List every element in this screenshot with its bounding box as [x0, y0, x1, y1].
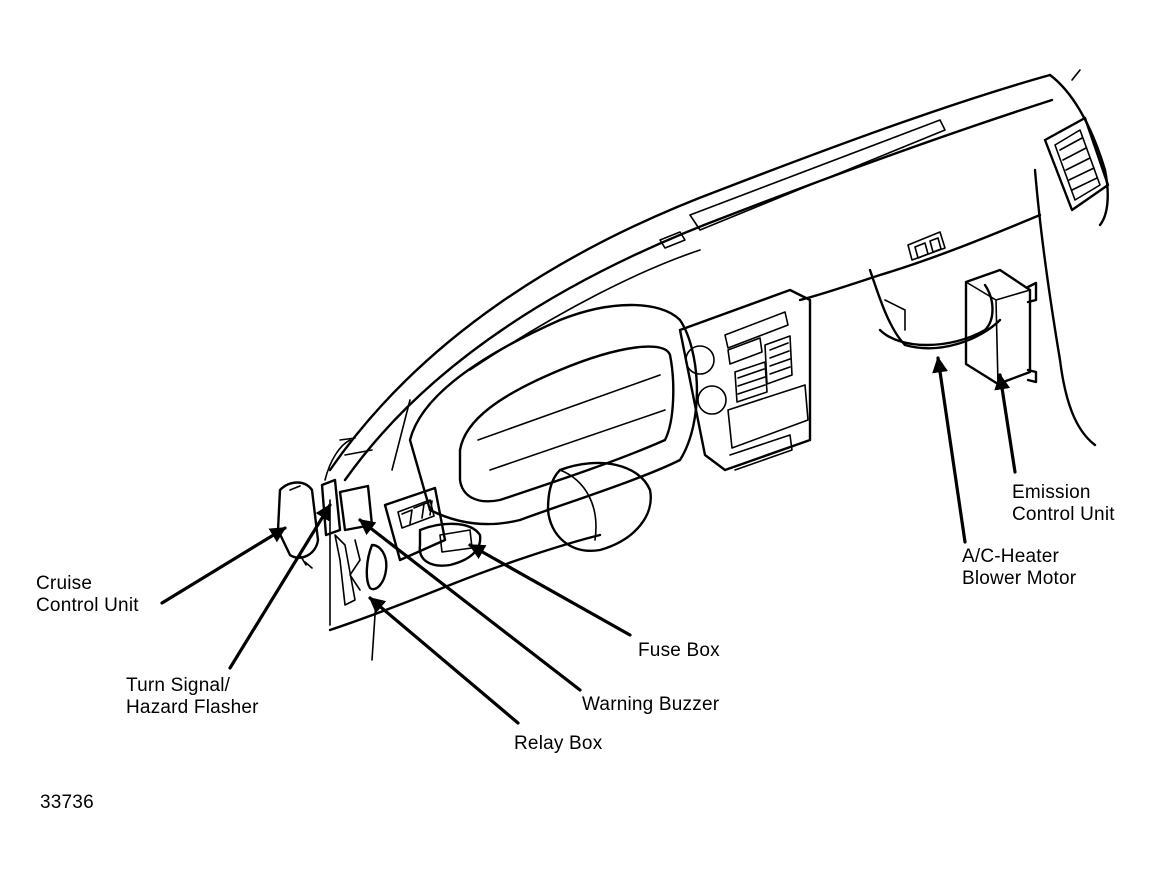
arrow-relay-box	[368, 596, 520, 725]
label-ecu-line1: Emission	[1012, 482, 1091, 503]
label-blower-line2: Blower Motor	[962, 568, 1077, 589]
arrow-turn-signal	[228, 503, 332, 670]
arrow-cruise	[160, 526, 287, 605]
label-ecu-line2: Control Unit	[1012, 504, 1115, 525]
arrow-blower	[932, 356, 967, 544]
steering-column	[546, 461, 652, 552]
label-warning-buzzer: Warning Buzzer	[582, 694, 720, 715]
label-fuse-box: Fuse Box	[638, 640, 720, 661]
dashboard-top	[328, 69, 1109, 482]
center-console	[678, 288, 812, 472]
label-turn-line2: Hazard Flasher	[126, 697, 259, 718]
emission-control-unit	[964, 268, 1038, 386]
lower-dash-right	[798, 213, 1042, 350]
figure-number: 33736	[40, 792, 94, 813]
arrow-warning-buzzer	[358, 518, 582, 692]
label-blower-line1: A/C-Heater	[962, 546, 1060, 567]
flasher-relay-area	[320, 478, 388, 606]
label-relay-box: Relay Box	[514, 733, 603, 754]
arrow-fuse-box	[468, 543, 632, 637]
label-turn-line1: Turn Signal/	[126, 675, 231, 696]
arrow-ecu	[994, 373, 1017, 474]
label-cruise-line1: Cruise	[36, 573, 93, 594]
label-emission-control-unit: Emission Control Unit	[1012, 482, 1115, 526]
label-ac-heater-blower-motor: A/C-Heater Blower Motor	[962, 546, 1076, 590]
lower-dash-left	[324, 437, 602, 632]
label-cruise-line2: Control Unit	[36, 595, 139, 616]
leader-arrows	[160, 356, 1017, 725]
blower-motor	[878, 283, 994, 347]
cruise-control-unit	[276, 481, 320, 569]
right-vent	[1033, 116, 1110, 447]
instrument-cluster	[408, 303, 699, 526]
label-cruise-control-unit: Cruise Control Unit	[36, 573, 139, 617]
label-turn-signal-hazard-flasher: Turn Signal/ Hazard Flasher	[126, 675, 259, 719]
